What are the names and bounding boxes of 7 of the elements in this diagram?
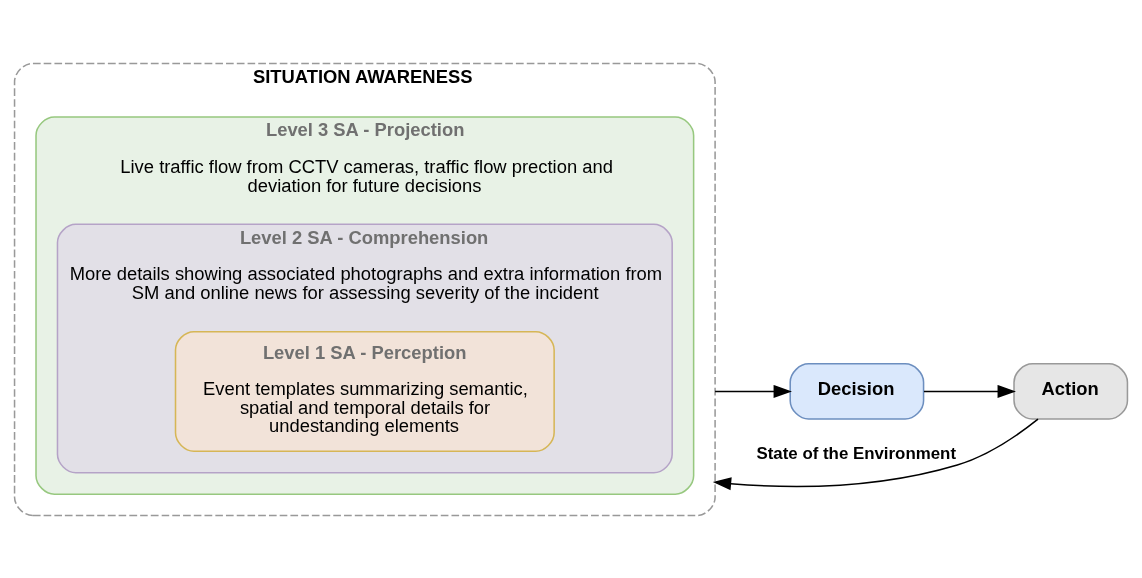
edge-label: State of the Environment bbox=[756, 443, 957, 463]
node-box: Decision bbox=[789, 362, 925, 420]
arrow bbox=[923, 384, 1016, 398]
node-box: Action bbox=[1013, 362, 1129, 420]
arrow bbox=[712, 417, 1039, 490]
arrow bbox=[714, 384, 792, 398]
node-box: Level 1 SA - Perception Event templates summarizing semantic, spatial and temporal details for undestanding elements bbox=[174, 330, 555, 452]
